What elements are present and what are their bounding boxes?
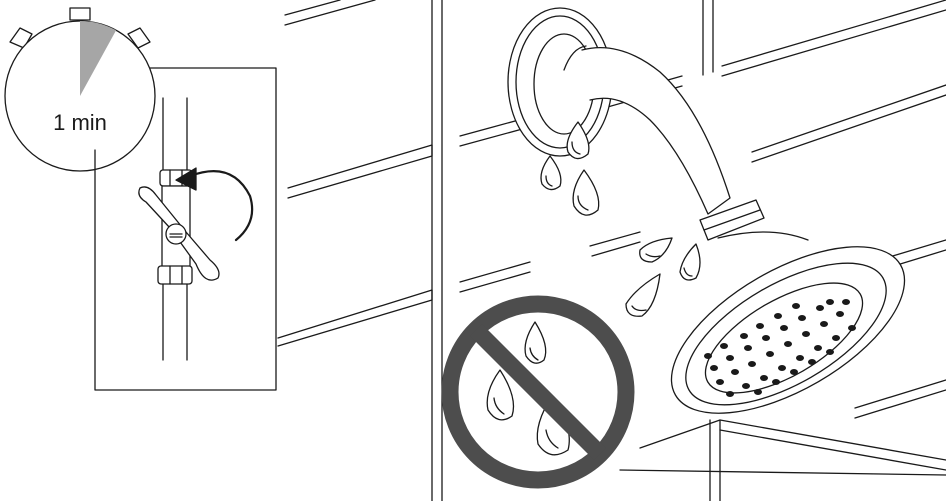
timer-label: 1 min	[30, 110, 130, 136]
shut-off-valve-icon	[139, 170, 219, 284]
stopwatch-icon	[5, 8, 155, 171]
no-water-icon	[450, 304, 626, 480]
